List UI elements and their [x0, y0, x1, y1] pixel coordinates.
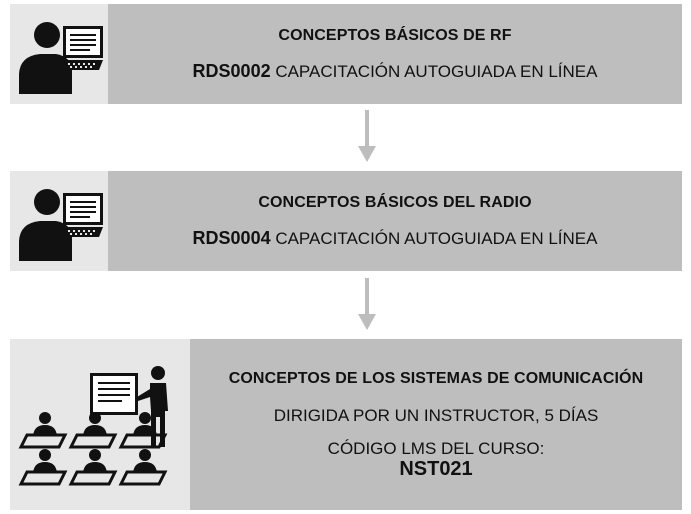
course-code: RDS0004	[192, 227, 271, 248]
course-title: CONCEPTOS BÁSICOS DE RF	[278, 26, 512, 44]
course-code: NST021	[399, 457, 473, 480]
course-format: CAPACITACIÓN AUTOGUIADA EN LÍNEA	[270, 61, 598, 81]
classroom-instructor-icon	[18, 366, 168, 486]
online-learner-icon	[19, 189, 103, 261]
icon-panel	[10, 4, 108, 104]
course-step-communication-systems: CONCEPTOS DE LOS SISTEMAS DE COMUNICACIÓ…	[10, 339, 682, 510]
course-info-panel: CONCEPTOS DE LOS SISTEMAS DE COMUNICACIÓ…	[190, 339, 682, 510]
icon-panel	[10, 339, 190, 510]
down-arrow-icon	[358, 110, 376, 162]
course-title: CONCEPTOS DE LOS SISTEMAS DE COMUNICACIÓ…	[228, 369, 644, 387]
icon-panel	[10, 171, 108, 271]
course-code: RDS0002	[192, 60, 271, 81]
course-title: CONCEPTOS BÁSICOS DEL RADIO	[258, 193, 532, 211]
course-info-panel: CONCEPTOS BÁSICOS DE RF RDS0002 CAPACITA…	[108, 4, 682, 104]
course-format-line: RDS0004 CAPACITACIÓN AUTOGUIADA EN LÍNEA	[193, 228, 598, 249]
course-info-panel: CONCEPTOS BÁSICOS DEL RADIO RDS0004 CAPA…	[108, 171, 682, 271]
down-arrow-icon	[358, 278, 376, 330]
course-code-label: CÓDIGO LMS DEL CURSO:	[327, 438, 545, 458]
course-format: DIRIGIDA POR UN INSTRUCTOR, 5 DÍAS	[273, 405, 599, 425]
course-step-radio-basics: CONCEPTOS BÁSICOS DEL RADIO RDS0004 CAPA…	[10, 171, 682, 271]
course-step-rf-basics: CONCEPTOS BÁSICOS DE RF RDS0002 CAPACITA…	[10, 4, 682, 104]
course-format-line: RDS0002 CAPACITACIÓN AUTOGUIADA EN LÍNEA	[193, 61, 598, 82]
online-learner-icon	[19, 22, 103, 94]
course-format: CAPACITACIÓN AUTOGUIADA EN LÍNEA	[270, 228, 598, 248]
